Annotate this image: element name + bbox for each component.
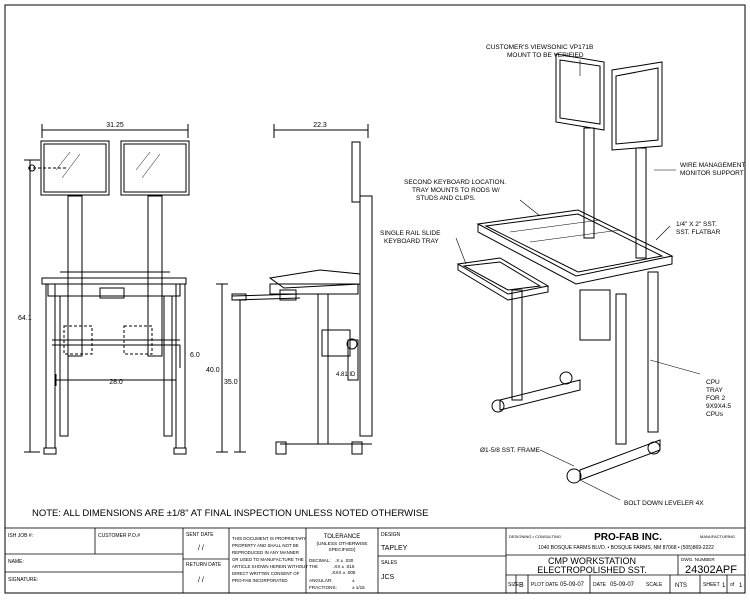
svg-text:NTS: NTS	[675, 583, 687, 589]
callout-frame: Ø1-5/8 SST. FRAME	[480, 447, 541, 454]
callout-leveler: BOLT DOWN LEVELER 4X	[624, 500, 704, 507]
callout-cpu-2: TRAY	[706, 387, 724, 394]
tb-customer-po-label: CUSTOMER P.O.#	[98, 533, 140, 539]
tb-tolerance: TOLERANCE (UNLESS OTHERWISE SPECIFIED) D…	[309, 534, 368, 590]
svg-text:ARTICLE SHOWN HEREIN WITHOUT T: ARTICLE SHOWN HEREIN WITHOUT THE	[232, 564, 318, 569]
iso-leaders	[455, 60, 701, 501]
svg-text:DECIMAL:: DECIMAL:	[309, 558, 331, 563]
iso-callouts: CUSTOMER'S VIEWSONIC VP171B MOUNT TO BE …	[380, 44, 745, 507]
callout-cpu-3: FOR 2	[706, 395, 726, 402]
callout-wire-2: MONITOR SUPPORT	[680, 170, 744, 177]
title-block	[4, 527, 746, 594]
tb-designing-label: DESIGNING • CONSULTING	[509, 534, 561, 539]
callout-cpu-5: CPUs	[706, 411, 724, 418]
svg-text:DATE: DATE	[593, 582, 607, 588]
front-width-dim: 31.25	[106, 122, 124, 129]
callout-single-rail-1: SINGLE RAIL SLIDE	[380, 230, 441, 237]
svg-text:± 1/16: ± 1/16	[352, 585, 365, 590]
tb-name-label: NAME:	[8, 559, 24, 565]
svg-text:DIRECT WRITTEN CONSENT OF: DIRECT WRITTEN CONSENT OF	[232, 571, 300, 576]
side-tube-dim: 4.81 ID	[336, 372, 356, 378]
callout-second-kb-3: STUDS AND CLIPS.	[416, 195, 476, 202]
callout-second-kb-1: SECOND KEYBOARD LOCATION.	[404, 179, 506, 186]
side-lower-height-dim: 35.0	[224, 379, 238, 386]
tb-proprietary: THIS DOCUMENT IS PROPRIETARY PROPERTY AN…	[232, 536, 318, 583]
svg-text:SHEET: SHEET	[703, 582, 720, 588]
svg-text:1: 1	[722, 583, 726, 589]
svg-text:1: 1	[739, 583, 743, 589]
svg-text:THIS DOCUMENT IS PROPRIETARY: THIS DOCUMENT IS PROPRIETARY	[232, 536, 306, 541]
callout-single-rail-2: KEYBOARD TRAY	[384, 238, 439, 245]
tb-job-label: ISH JOB #:	[8, 533, 33, 539]
front-view	[24, 124, 190, 455]
svg-text:OR USED TO MANUFACTURE THE: OR USED TO MANUFACTURE THE	[232, 557, 304, 562]
side-width-dim: 22.3	[313, 122, 327, 129]
callout-cpu-4: 9X9X4.5	[706, 403, 731, 410]
front-height-dim: 64.1	[18, 315, 32, 322]
tb-sales-val: JCS	[381, 574, 395, 581]
callout-second-kb-2: TRAY MOUNTS TO RODS W/	[412, 187, 500, 194]
side-upper-height-dim: 40.0	[206, 367, 220, 374]
tb-dwg-label: DWG. NUMBER	[681, 557, 715, 562]
side-view	[216, 124, 373, 455]
tb-signature-label: SIGNATURE:	[8, 577, 38, 583]
front-bottom-dim: 28.0	[109, 379, 123, 386]
tb-return-date-label: RETURN DATE	[186, 562, 222, 568]
callout-wire-1: WIRE MANAGEMENT	[680, 162, 745, 169]
dimension-note: NOTE: ALL DIMENSIONS ARE ±1/8" AT FINAL …	[32, 508, 428, 519]
tb-return-date-blank: / /	[198, 577, 204, 584]
callout-flatbar-2: SST. FLATBAR	[676, 229, 721, 236]
tb-dwg-number: 24302APF	[685, 564, 737, 576]
callout-monitor-2: MOUNT TO BE VERIFIED	[507, 52, 584, 59]
svg-text:.X ± .030: .X ± .030	[335, 558, 354, 563]
svg-text:PLOT DATE: PLOT DATE	[531, 582, 559, 588]
svg-text:PRO-FAB INCORPORATED: PRO-FAB INCORPORATED	[232, 578, 288, 583]
iso-view	[456, 53, 674, 484]
svg-text:REPRODUCED IN ANY MANNER: REPRODUCED IN ANY MANNER	[232, 550, 299, 555]
callout-monitor-1: CUSTOMER'S VIEWSONIC VP171B	[486, 44, 593, 51]
svg-text:05-09-07: 05-09-07	[610, 582, 635, 588]
svg-text:SCALE: SCALE	[646, 582, 663, 588]
svg-text:ANGULAR:: ANGULAR:	[309, 578, 333, 583]
tb-sent-date-blank: / /	[198, 545, 204, 552]
tb-sales-label: SALES	[381, 560, 398, 566]
tb-sent-date-label: SENT DATE	[186, 532, 214, 538]
svg-text:TOLERANCE: TOLERANCE	[324, 534, 361, 540]
svg-text:.XX ± .015: .XX ± .015	[333, 564, 355, 569]
tb-manufacturing-label: MANUFACTURING	[700, 534, 735, 539]
tb-title-line1: CMP WORKSTATION	[548, 556, 636, 566]
tb-design-val: TAPLEY	[381, 545, 408, 552]
svg-text:(UNLESS OTHERWISE: (UNLESS OTHERWISE	[316, 541, 367, 547]
svg-text:SIZE: SIZE	[508, 582, 520, 588]
svg-text:.XXX ± .005: .XXX ± .005	[331, 570, 356, 575]
tb-title-line2: ELECTROPOLISHED SST.	[537, 565, 647, 575]
tb-bottom-row: SIZE B PLOT DATE 05-09-07 DATE 05-09-07 …	[508, 582, 743, 589]
front-gap-dim: 6.0	[190, 352, 200, 359]
svg-text:of: of	[730, 582, 735, 588]
tb-address: 1040 BOSQUE FARMS BLVD. • BOSQUE FARMS, …	[538, 545, 714, 551]
callout-cpu-1: CPU	[706, 379, 720, 386]
svg-text:FRACTIONS:: FRACTIONS:	[309, 585, 337, 590]
tb-company: PRO-FAB INC.	[594, 532, 662, 543]
svg-text:05-09-07: 05-09-07	[560, 582, 585, 588]
svg-text:SPECIFIED): SPECIFIED)	[329, 547, 356, 553]
svg-text:PROPERTY AND SHALL NOT BE: PROPERTY AND SHALL NOT BE	[232, 543, 299, 548]
svg-text:±: ±	[352, 578, 355, 583]
svg-text:B: B	[519, 582, 524, 589]
tb-design-label: DESIGN	[381, 532, 401, 538]
callout-flatbar-1: 1/4" X 2" SST.	[676, 221, 717, 228]
